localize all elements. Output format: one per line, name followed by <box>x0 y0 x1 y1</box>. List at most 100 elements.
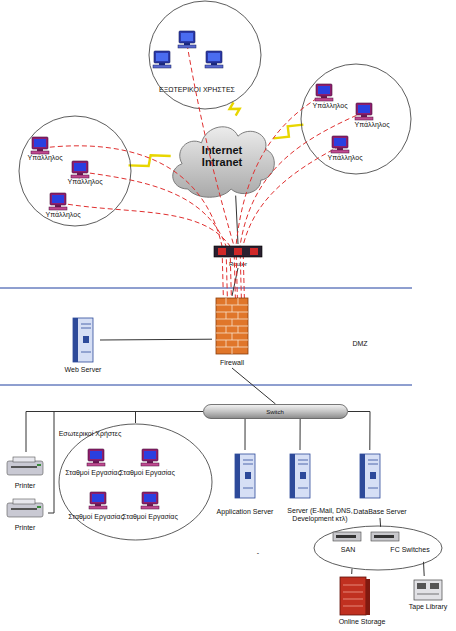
computer-icons <box>89 492 107 509</box>
storage-icon <box>366 579 370 615</box>
fc-switch-icons <box>333 532 399 541</box>
server-icons <box>235 454 255 498</box>
network-link <box>348 412 370 451</box>
ellipse-outline <box>314 526 442 570</box>
lightning-link <box>230 102 240 115</box>
node-label: Printer <box>15 482 36 490</box>
computer-icons <box>205 51 223 68</box>
tape-library-icon <box>417 583 426 589</box>
user-group-circle: ΥπάλληλοςΥπάλληλοςΥπάλληλος <box>300 63 412 175</box>
cyl-outline <box>204 405 348 419</box>
ellipse-outline <box>301 64 411 174</box>
node-sublabel: Σταθμοί Εργασίας <box>68 513 124 521</box>
node-label: ΕΞΩΤΕΡΙΚΟΙ ΧΡΗΣΤΕΣ <box>159 86 235 94</box>
firewall-icon <box>232 305 233 312</box>
ellipse-outline <box>18 115 132 227</box>
tape-library-icon <box>430 583 439 589</box>
network-link <box>232 368 276 404</box>
node-label: Web Server <box>65 366 102 374</box>
node-sublabel: FC Switches <box>390 546 429 554</box>
firewall-icon <box>238 340 239 347</box>
network-link <box>351 569 352 574</box>
user-group-circle: Εσωτερικοί ΧρήστεςΣταθμοί ΕργασίαςΣταθμο… <box>58 423 213 541</box>
node-label: DataBase Server <box>353 508 406 516</box>
zone-label: DMZ <box>352 340 367 347</box>
firewall-icon <box>216 298 248 354</box>
storage-icon <box>343 599 363 600</box>
fc-switch-icons <box>371 532 399 541</box>
server-node: Application Server <box>220 450 270 518</box>
storage-icon <box>340 577 366 615</box>
tape-library-icon <box>414 580 442 600</box>
storage-icon <box>343 585 363 586</box>
server-node: Web Server <box>66 316 100 376</box>
network-link <box>48 412 203 514</box>
router-icon <box>250 248 258 255</box>
network-link <box>232 268 238 296</box>
node-label: Υπάλληλος <box>28 154 63 162</box>
router-node: Router <box>212 244 264 268</box>
router-icon <box>214 246 262 257</box>
cloud-outline <box>173 127 275 197</box>
node-label: Firewall <box>220 359 244 367</box>
server-node: DataBase Server <box>350 450 410 518</box>
server-icons <box>360 454 380 498</box>
node-label: Online Storage <box>339 618 386 626</box>
red-dashed-paths <box>187 44 236 322</box>
ellipse-outline <box>148 0 262 110</box>
server-icons <box>290 454 310 498</box>
node-label: SAN <box>341 546 355 554</box>
node-sublabel: Υπάλληλος <box>46 211 81 219</box>
network-link <box>300 419 301 450</box>
red-dashed-paths <box>240 112 364 322</box>
firewall-icon <box>238 298 239 305</box>
red-dashed-paths <box>82 172 228 322</box>
node-sublabel: Σταθμοί Εργασίας <box>65 469 121 477</box>
lightning-link <box>273 125 303 139</box>
server-icons <box>73 318 93 362</box>
tape-library-icon <box>417 594 439 595</box>
computer-icons <box>31 137 49 154</box>
network-link <box>380 518 382 527</box>
network-link <box>26 412 203 453</box>
node-label: Tape Library <box>409 603 448 611</box>
computer-icons <box>355 103 373 120</box>
computer-icons <box>315 84 333 101</box>
computer-icons <box>31 31 373 509</box>
firewall-icon <box>226 326 227 333</box>
switch-bar: Switch <box>203 404 348 419</box>
firewall-icon <box>216 347 248 348</box>
network-link <box>245 419 246 450</box>
firewall-icon <box>216 312 248 313</box>
fc-switch-icons <box>333 532 361 541</box>
node-label: Switch <box>266 409 284 416</box>
node-label: Server (E-Mail, DNS, Development κτλ) <box>281 507 359 522</box>
zone-line <box>0 385 412 386</box>
network-link <box>236 196 238 244</box>
zone-line <box>0 288 412 289</box>
router-icon <box>234 248 242 255</box>
firewall-icon <box>232 333 233 340</box>
node-sublabel: Σταθμοί Εργασίας <box>119 469 175 477</box>
fc-switch-icons <box>336 535 356 538</box>
firewall-icon <box>232 347 233 354</box>
printer-node: Printer <box>4 452 48 490</box>
computer-icons <box>178 31 196 48</box>
network-cloud: Internet Intranet <box>165 112 279 200</box>
router-icon <box>218 248 226 255</box>
san-ellipse: SAN FC Switches <box>313 525 443 571</box>
ellipse-outline <box>58 423 213 541</box>
firewall-icon <box>238 312 239 319</box>
red-dashed-paths <box>60 203 232 322</box>
storage-icon <box>343 592 363 593</box>
storage-icon <box>343 606 363 607</box>
red-dashed-paths <box>236 94 324 322</box>
network-link <box>100 339 212 341</box>
node-label: Υπάλληλος <box>313 102 348 110</box>
firewall-icon <box>216 298 248 354</box>
server-icons <box>73 318 380 498</box>
user-group-circle: ΕΞΩΤΕΡΙΚΟΙ ΧΡΗΣΤΕΣ <box>148 0 262 110</box>
